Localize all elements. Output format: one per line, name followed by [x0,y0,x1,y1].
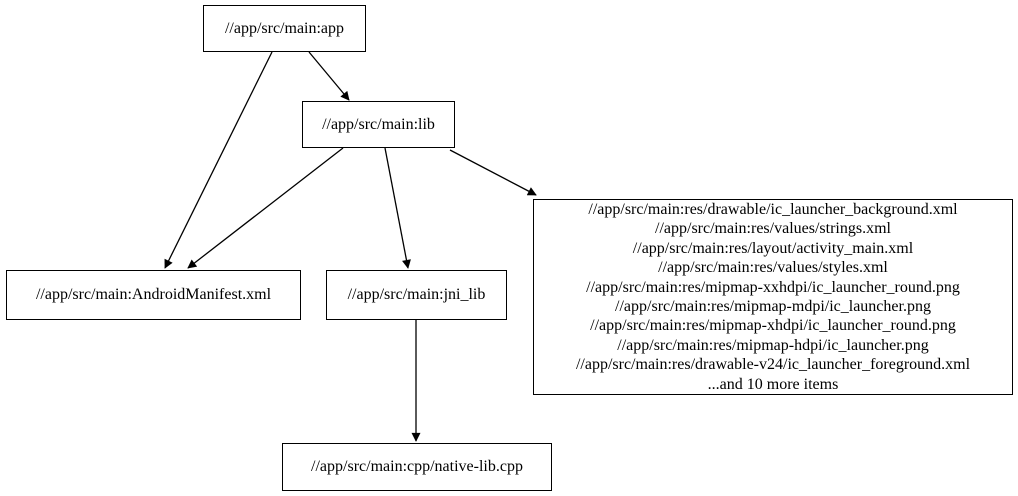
node-label: //app/src/main:res/mipmap-xhdpi/ic_launc… [590,317,956,335]
edge-app-to-lib [308,51,350,101]
graph-node-cpp: //app/src/main:cpp/native-lib.cpp [282,443,552,491]
edge-lib-to-jni-lib [384,147,411,269]
node-label: ...and 10 more items [707,375,839,393]
node-label: //app/src/main:jni_lib [347,286,486,304]
node-label: //app/src/main:lib [322,115,435,133]
node-label: //app/src/main:res/layout/activity_main.… [632,239,914,257]
graph-node-app: //app/src/main:app [203,5,366,52]
node-label: //app/src/main:res/mipmap-mdpi/ic_launch… [615,298,931,315]
node-label: //app/src/main:res/values/styles.xml [658,259,888,277]
edge-lib-to-manifest [187,147,344,269]
graph-node-jni-lib: //app/src/main:jni_lib [326,270,507,320]
edge-lib-to-resources [449,149,537,196]
graph-node-lib: //app/src/main:lib [302,101,455,148]
node-label: //app/src/main:cpp/native-lib.cpp [311,458,523,476]
node-label: //app/src/main:res/drawable-v24/ic_launc… [575,356,971,374]
node-label: //app/src/main:res/mipmap-hdpi/ic_launch… [617,336,929,354]
graph-node-resources: //app/src/main:res/drawable/ic_launcher_… [533,199,1013,395]
graph-node-manifest: //app/src/main:AndroidManifest.xml [6,270,301,320]
node-label: //app/src/main:res/mipmap-xxhdpi/ic_laun… [586,278,960,296]
node-label: //app/src/main:res/drawable/ic_launcher_… [588,200,958,218]
node-label: //app/src/main:AndroidManifest.xml [35,286,272,304]
node-label: //app/src/main:app [224,19,345,37]
edge-app-to-manifest [164,51,273,269]
node-label: //app/src/main:res/values/strings.xml [655,220,891,238]
